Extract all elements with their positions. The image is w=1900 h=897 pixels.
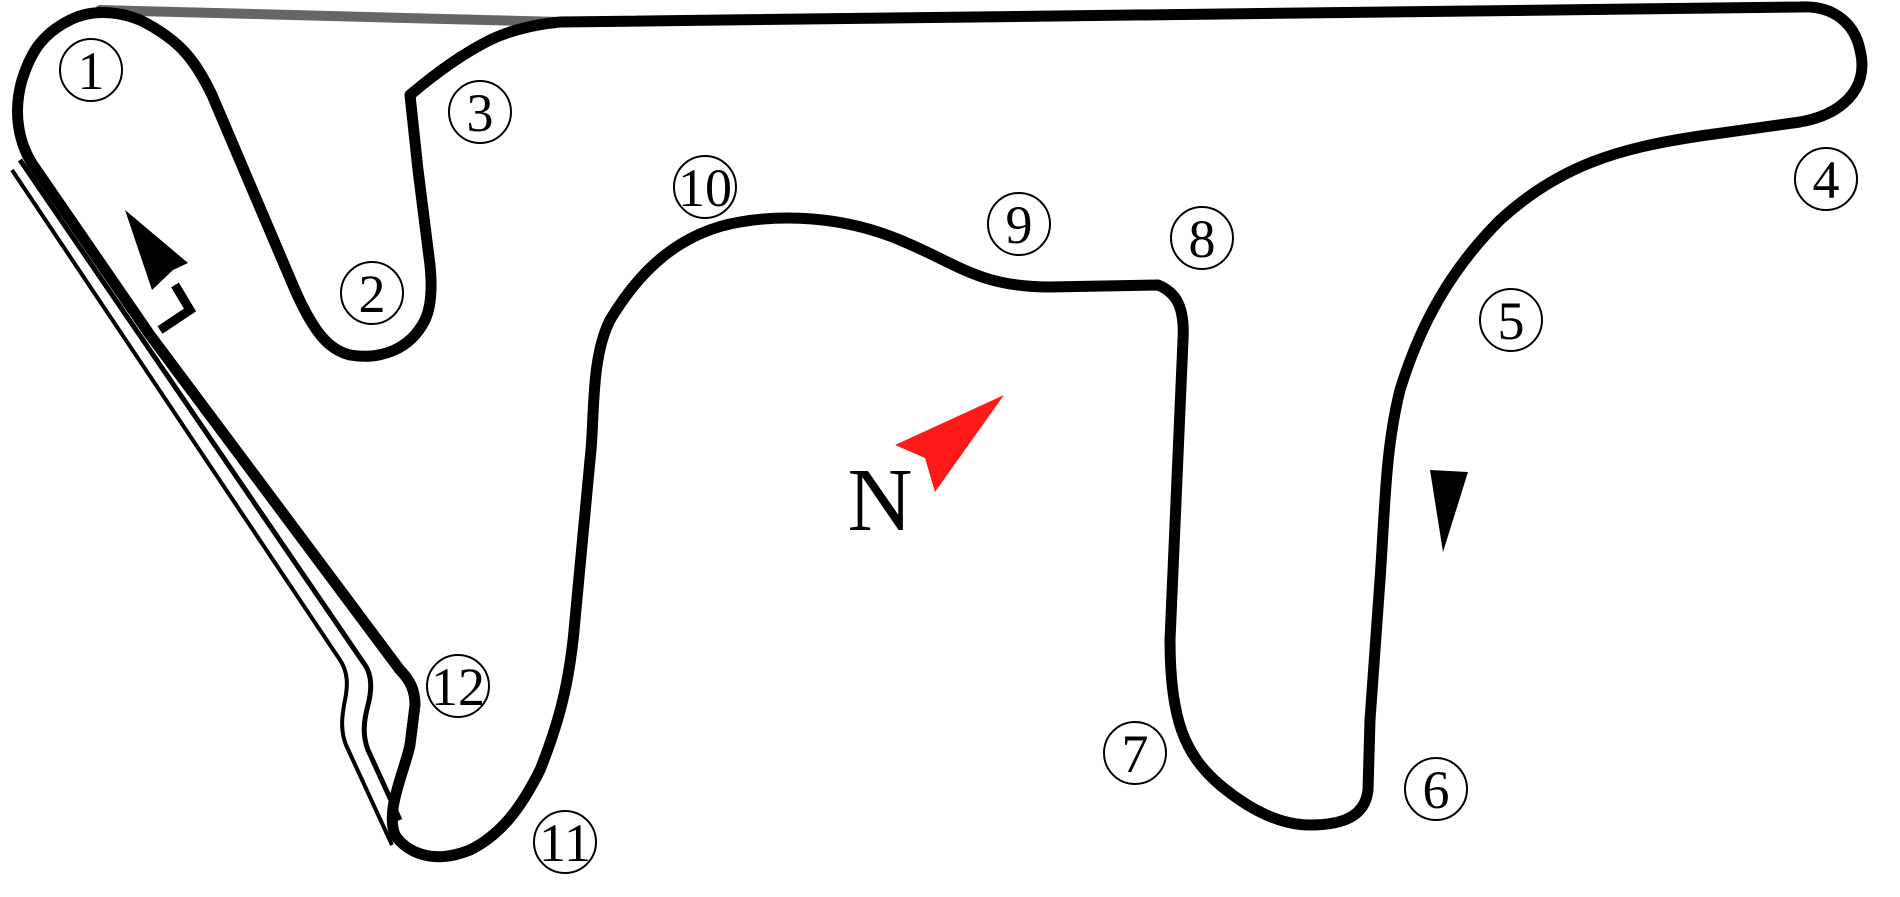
turn-marker: 6 [1404,757,1468,821]
turn-marker: 10 [673,155,737,219]
pit-lane [17,158,403,822]
direction-arrow-icon [125,210,197,334]
turn-marker: 4 [1794,147,1858,211]
turn-number: 10 [678,158,732,218]
turn-number: 12 [431,657,485,717]
turn-marker: 1 [59,38,123,102]
pit-lane-outer [10,168,394,846]
turn-number: 4 [1813,150,1840,210]
turn-marker: 5 [1479,288,1543,352]
turn-number: 7 [1122,724,1149,784]
turn-marker: 12 [426,654,490,718]
turn-number: 8 [1189,209,1216,269]
turn-number: 2 [359,264,386,324]
race-track [12,1,1868,863]
turn-marker: 11 [533,810,597,874]
direction-arrow-icon [1430,470,1468,552]
turn-number: 3 [467,83,494,143]
turn-marker: 7 [1103,721,1167,785]
turn-marker: 8 [1170,206,1234,270]
turn-number: 5 [1498,291,1525,351]
compass-letter: N [848,451,913,550]
turn-marker: 2 [340,261,404,325]
turn-number: 1 [78,41,105,101]
turn-number: 9 [1006,195,1033,255]
turn-marker: 3 [448,80,512,144]
north-arrow-icon [895,395,1004,492]
turn-number: 11 [539,813,591,873]
start-finish-line [95,5,565,27]
turn-marker: 9 [987,192,1051,256]
turn-number: 6 [1423,760,1450,820]
